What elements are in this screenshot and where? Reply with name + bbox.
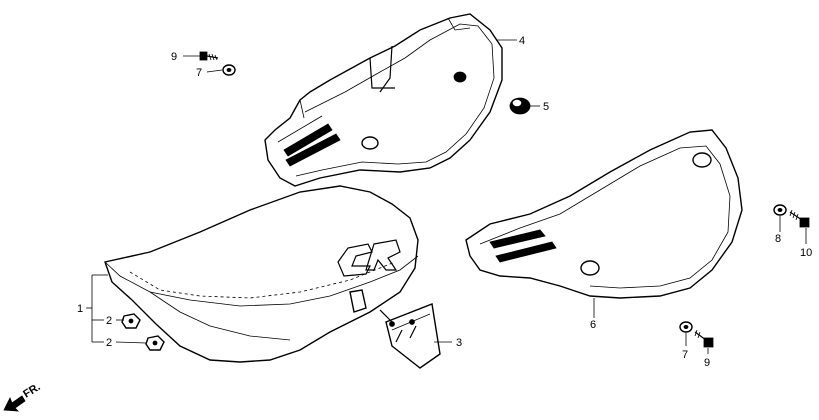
part-5-grommet [509, 97, 531, 115]
part-9-bolt-top [199, 51, 219, 61]
callout-4: 4 [519, 35, 525, 47]
front-arrow-icon [3, 395, 26, 412]
callout-10: 10 [800, 247, 812, 259]
part-8-washer-right [773, 204, 787, 216]
callout-7-bottom: 7 [682, 349, 688, 361]
callout-5: 5 [543, 101, 549, 113]
part-7-washer-bottom [679, 321, 693, 333]
callout-9-bottom: 9 [704, 357, 710, 369]
callout-8: 8 [775, 233, 781, 245]
callout-2-upper: 2 [106, 315, 112, 327]
vent-slots [277, 115, 341, 167]
part-9-bolt-bottom [694, 329, 714, 348]
part-1-seat: CR [104, 185, 419, 363]
part-2-nut-lower [145, 335, 165, 351]
callout-3: 3 [456, 337, 462, 349]
callout-6: 6 [590, 319, 596, 331]
part-10-bolt-right [789, 209, 810, 228]
callout-9-top: 9 [171, 51, 177, 63]
vent-slots [489, 229, 557, 263]
callout-labels: 9 7 4 5 6 8 10 7 9 3 1 2 2 [77, 35, 812, 369]
part-6-side-cover-right [465, 129, 743, 299]
callout-7-top: 7 [196, 67, 202, 79]
front-direction-indicator: FR. [3, 381, 43, 412]
seat-logo: CR [337, 239, 401, 277]
part-2-nut-upper [121, 313, 141, 329]
part-4-side-cover-left [264, 13, 503, 187]
front-indicator-label: FR. [21, 381, 42, 401]
part-7-washer-top [222, 64, 236, 76]
callout-2-lower: 2 [106, 337, 112, 349]
leader-lines [86, 39, 807, 354]
part-3-seat-bracket [379, 303, 441, 369]
callout-1: 1 [77, 303, 83, 315]
